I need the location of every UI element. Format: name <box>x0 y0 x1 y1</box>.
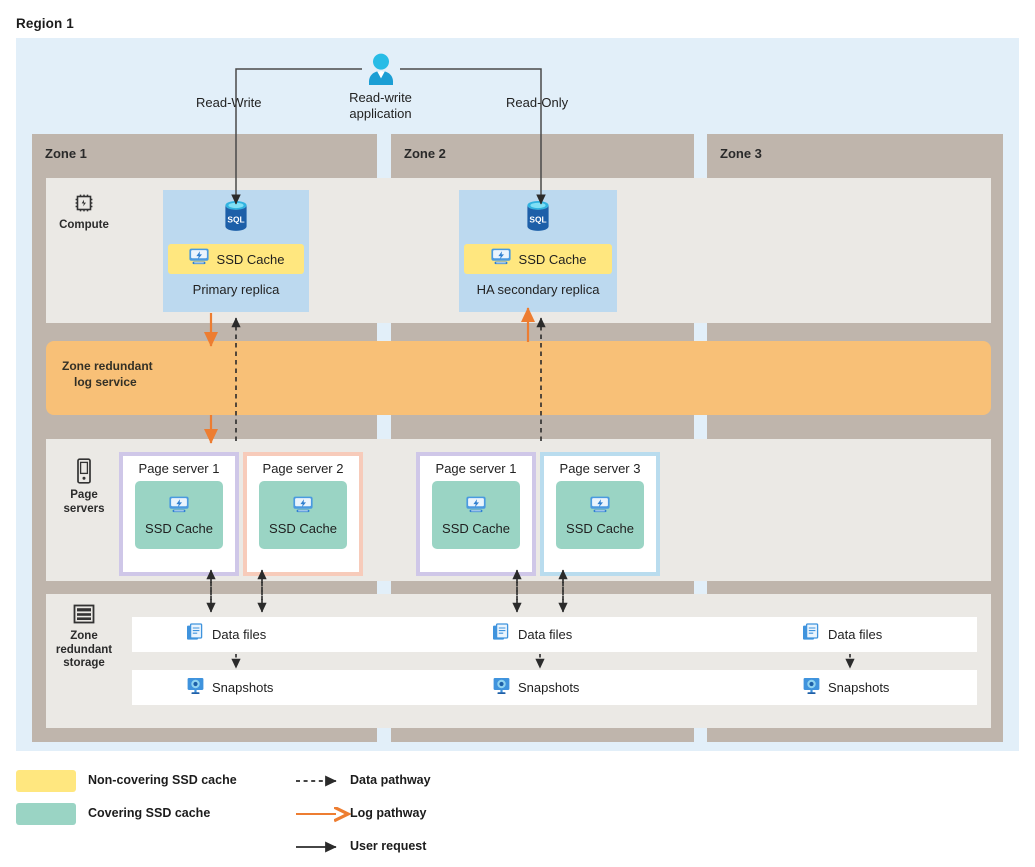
page-server-card-z1-2[interactable]: Page server 2 SSD Cache <box>243 452 363 576</box>
ssd-icon <box>490 247 512 271</box>
page-server-title: Page server 3 <box>559 461 641 476</box>
ha-replica-caption: HA secondary replica <box>476 282 600 297</box>
primary-replica-caption: Primary replica <box>192 282 280 297</box>
page-server-cache: SSD Cache <box>135 481 223 549</box>
legend-swatch-covering <box>16 803 76 825</box>
ha-secondary-replica-card[interactable]: SQL SSD Cache HA secondary replica <box>459 190 617 312</box>
legend-label-covering: Covering SSD cache <box>88 806 211 820</box>
legend-label-data-pathway: Data pathway <box>350 773 431 787</box>
primary-replica-card[interactable]: SQL SSD Cache Primary replica <box>163 190 309 312</box>
data-files-icon <box>186 622 205 647</box>
page-server-cache: SSD Cache <box>556 481 644 549</box>
data-files-cell-1[interactable]: Data files <box>186 617 266 652</box>
page-server-cache-label: SSD Cache <box>566 520 634 536</box>
legend: Non-covering SSD cache Covering SSD cach… <box>0 755 1035 867</box>
page-servers-rail-caption: Page servers <box>63 489 105 515</box>
page-server-title: Page server 1 <box>435 461 517 476</box>
legend-arrows <box>296 775 620 853</box>
legend-label-log-pathway: Log pathway <box>350 806 427 820</box>
data-files-cell-3[interactable]: Data files <box>802 617 882 652</box>
data-files-label: Data files <box>828 627 883 642</box>
storage-icon <box>73 604 95 624</box>
legend-swatch-non-covering <box>16 770 76 792</box>
page-server-cache: SSD Cache <box>432 481 520 549</box>
ssd-icon <box>589 495 611 519</box>
svg-text:SQL: SQL <box>227 214 244 224</box>
page-server-title: Page server 2 <box>262 461 344 476</box>
primary-ssd-cache-label: SSD Cache <box>216 251 285 267</box>
read-write-path-label: Read-Write <box>196 95 262 110</box>
read-only-path-label: Read-Only <box>506 95 569 110</box>
snapshots-row: Snapshots Snapshots <box>132 670 977 705</box>
data-files-icon <box>802 622 821 647</box>
page-server-card-z1-1[interactable]: Page server 1 SSD Cache <box>119 452 239 576</box>
data-files-row: Data files Data files <box>132 617 977 652</box>
snapshots-label: Snapshots <box>828 680 890 695</box>
storage-rail-caption: Zone redundant storage <box>55 630 113 669</box>
zone-redundant-log-service: Zone redundant log service <box>46 341 991 415</box>
compute-rail: Compute <box>46 192 122 233</box>
data-files-cell-2[interactable]: Data files <box>492 617 572 652</box>
page-server-cache-label: SSD Cache <box>442 520 510 536</box>
snapshot-icon <box>492 676 511 700</box>
ssd-icon <box>188 247 210 271</box>
log-service-label: Zone redundant log service <box>62 359 153 389</box>
snapshots-label: Snapshots <box>212 680 274 695</box>
ssd-icon <box>465 495 487 519</box>
storage-rail: Zone redundant storage <box>46 603 122 671</box>
ha-ssd-cache-label: SSD Cache <box>518 251 587 267</box>
ssd-icon <box>168 495 190 519</box>
page-server-card-z2-1[interactable]: Page server 1 SSD Cache <box>416 452 536 576</box>
snapshot-icon <box>186 676 205 700</box>
page-server-card-z2-3[interactable]: Page server 3 SSD Cache <box>540 452 660 576</box>
page-server-cache: SSD Cache <box>259 481 347 549</box>
snapshots-cell-3[interactable]: Snapshots <box>802 670 889 705</box>
page-server-title: Page server 1 <box>138 461 220 476</box>
sql-database-icon: SQL <box>523 199 553 238</box>
zone-label-3: Zone 3 <box>720 146 762 161</box>
legend-label-non-covering: Non-covering SSD cache <box>88 773 237 787</box>
svg-text:SQL: SQL <box>529 214 546 224</box>
region-title: Region 1 <box>16 16 74 31</box>
sql-database-icon: SQL <box>221 199 251 238</box>
snapshots-label: Snapshots <box>518 680 580 695</box>
snapshot-icon <box>802 676 821 700</box>
ha-ssd-cache-chip: SSD Cache <box>464 244 612 274</box>
ssd-icon <box>292 495 314 519</box>
snapshots-cell-2[interactable]: Snapshots <box>492 670 579 705</box>
page-servers-rail: Page servers <box>46 458 122 516</box>
read-write-application-label: Read-write application <box>349 90 412 121</box>
chip-icon <box>75 194 93 212</box>
page-server-cache-label: SSD Cache <box>145 520 213 536</box>
person-icon <box>364 52 398 95</box>
primary-ssd-cache-chip: SSD Cache <box>168 244 304 274</box>
data-files-label: Data files <box>212 627 267 642</box>
page-server-cache-label: SSD Cache <box>269 520 337 536</box>
server-icon <box>77 458 91 484</box>
zone-label-1: Zone 1 <box>45 146 87 161</box>
data-files-label: Data files <box>518 627 573 642</box>
zone-label-2: Zone 2 <box>404 146 446 161</box>
snapshots-cell-1[interactable]: Snapshots <box>186 670 273 705</box>
legend-label-user-request: User request <box>350 839 427 853</box>
compute-rail-caption: Compute <box>59 219 109 231</box>
data-files-icon <box>492 622 511 647</box>
storage-panel <box>46 594 991 728</box>
